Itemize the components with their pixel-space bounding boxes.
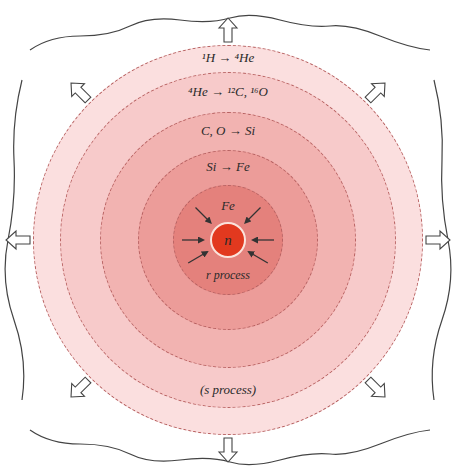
reaction-label: (s process) xyxy=(200,383,256,397)
explosion-arrows xyxy=(6,18,450,462)
reaction-label: ⁴He → ¹²C, ¹⁶O xyxy=(188,85,268,99)
shell-layer: ⁴He → ¹²C, ¹⁶O (s process) C, O → Si Si → F… xyxy=(60,72,396,408)
reaction-label: r process xyxy=(206,269,250,282)
shell-layer: C, O → Si Si → Fe Fe r process n xyxy=(100,112,356,368)
shell-layer: ¹H → ⁴He ⁴He → ¹²C, ¹⁶O (s process) C, O → … xyxy=(33,45,423,435)
reaction-label: Si → Fe xyxy=(206,160,249,174)
collapse-arrows xyxy=(182,208,274,264)
reaction-label: Fe xyxy=(221,199,235,213)
neutron-core: n xyxy=(210,222,246,258)
shell-layer: Si → Fe Fe r process n xyxy=(138,150,318,330)
shock-wave xyxy=(5,15,451,464)
core-label: n xyxy=(224,232,232,249)
reaction-label: ¹H → ⁴He xyxy=(202,51,254,65)
reaction-label: C, O → Si xyxy=(201,124,255,138)
shell-layer: Fe r process n xyxy=(173,185,283,295)
